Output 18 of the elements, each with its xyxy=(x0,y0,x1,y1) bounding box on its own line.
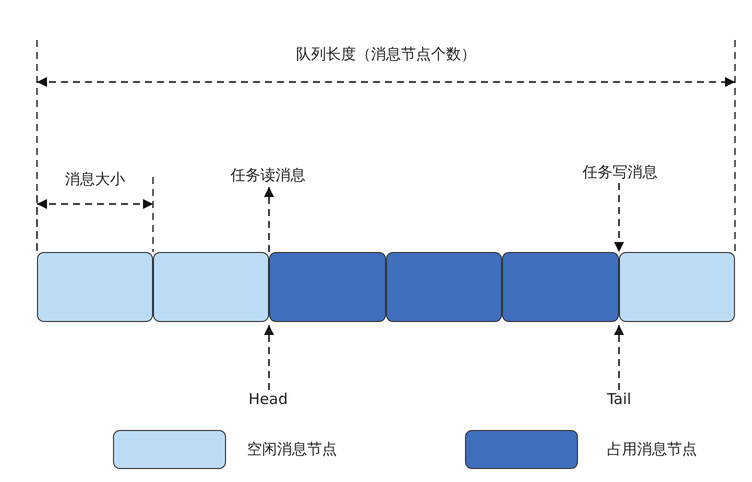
message-size-label: 消息大小 xyxy=(65,170,125,188)
queue-cell xyxy=(386,252,502,322)
arrow xyxy=(264,187,274,252)
legend-label: 空闲消息节点 xyxy=(247,440,337,458)
tail-pointer-label: Tail xyxy=(607,390,632,408)
arrow xyxy=(614,325,624,390)
queue-cell xyxy=(37,252,153,322)
queue-cell xyxy=(153,252,269,322)
legend-label: 占用消息节点 xyxy=(607,440,697,458)
arrow xyxy=(614,183,624,252)
head-pointer-label: Head xyxy=(248,390,288,408)
queue-cell xyxy=(619,252,735,322)
queue-length-label: 队列长度（消息节点个数） xyxy=(296,45,476,63)
read-message-label: 任务读消息 xyxy=(230,166,306,184)
write-message-label: 任务写消息 xyxy=(582,163,658,181)
arrow xyxy=(264,325,274,390)
queue-cell xyxy=(269,252,386,322)
queue-cell xyxy=(502,252,619,322)
